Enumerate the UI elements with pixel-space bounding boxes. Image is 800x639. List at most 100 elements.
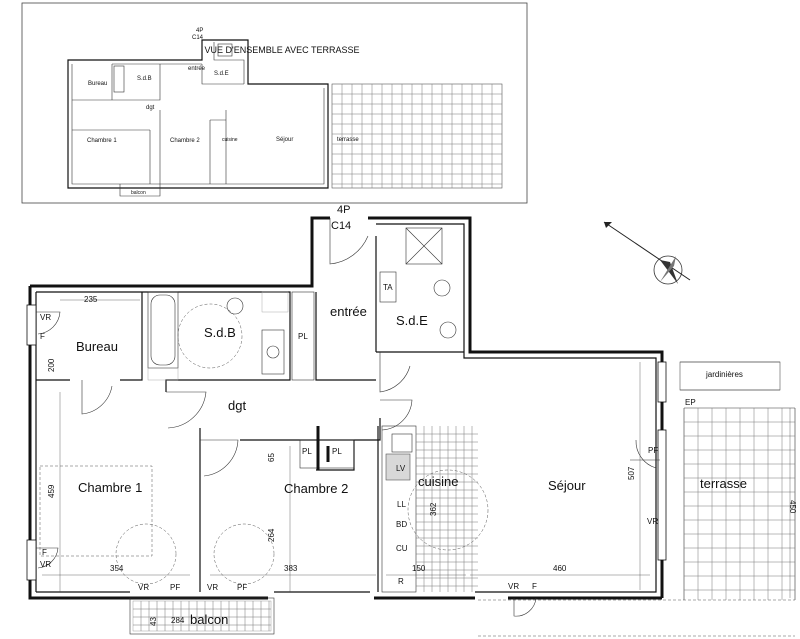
fixture-ta: TA: [383, 283, 393, 292]
room-label-bureau: Bureau: [76, 339, 118, 354]
door-swings: [36, 218, 660, 617]
room-label-chambre1: Chambre 1: [78, 480, 142, 495]
overview-label-terrasse: terrasse: [337, 137, 359, 143]
room-label-balcon: balcon: [190, 612, 228, 627]
dim-bureau-width: 235: [84, 295, 98, 304]
dim-ch2-depth: 264: [267, 528, 276, 542]
overview-label-chambre2: Chambre 2: [170, 138, 200, 144]
room-label-entree: entrée: [330, 304, 367, 319]
overview-code-c14: C14: [192, 35, 204, 41]
fixture-pl-entry: PL: [298, 332, 308, 341]
sdb-fixtures: [147, 291, 315, 381]
overview-label-sejour: Séjour: [276, 137, 293, 143]
chambre1-bed: [39, 465, 153, 557]
dimension-lines: [42, 299, 791, 598]
fixture-ep: EP: [685, 398, 696, 407]
dim-cuisine-width: 150: [412, 564, 426, 573]
dim-ch2-width: 383: [284, 564, 298, 573]
sde-fixtures: [379, 227, 457, 339]
overview-sde-shower: [217, 43, 233, 57]
bureau-window: [26, 304, 37, 346]
sejour-door: [657, 429, 667, 561]
fixture-ll: LL: [397, 500, 406, 509]
overview-label-entree: entrée: [188, 66, 206, 72]
overview-frame: [21, 2, 528, 204]
fixture-pl-ch2: PL: [302, 447, 312, 456]
interior-walls: [36, 236, 464, 592]
room-label-sde: S.d.E: [396, 313, 428, 328]
lv-appliance: [385, 453, 411, 481]
dim-cuisine-depth: 362: [429, 502, 438, 516]
dim-balcon-width: 284: [171, 616, 185, 625]
overview-walls: [67, 39, 329, 189]
fixture-cu: CU: [396, 544, 408, 553]
fixture-f-ch1: F: [42, 548, 47, 557]
outer-walls: [28, 216, 664, 600]
sejour-window: [657, 361, 667, 403]
room-label-sejour: Séjour: [548, 478, 586, 493]
fixture-lv: LV: [396, 464, 406, 473]
chambre2-turning-circle: [213, 523, 275, 585]
balcon-area: [129, 597, 275, 635]
dim-ch1-depth: 459: [47, 484, 56, 498]
room-label-dgt: dgt: [228, 398, 246, 413]
sde-sink: [439, 321, 457, 339]
dim-ch2-small: 65: [267, 453, 276, 462]
dim-sejour-width: 460: [553, 564, 567, 573]
fixture-vr-ter: VR: [647, 517, 658, 526]
fixture-pf-bal1: PF: [170, 583, 180, 592]
shower-tray: [405, 227, 443, 265]
label-code-4p: 4P: [337, 204, 350, 216]
fixture-vr-sej: VR: [508, 582, 519, 591]
sdb-sink: [261, 329, 285, 375]
room-label-jardinieres: jardinières: [705, 370, 743, 379]
fixture-f-sej: F: [532, 582, 537, 591]
kitchen-fixtures: [381, 425, 489, 593]
overview-title: VUE D'ENSEMBLE AVEC TERRASSE: [205, 45, 360, 55]
pl-cupboard-ch2: [299, 439, 355, 469]
fixture-r: R: [398, 577, 404, 586]
north-arrow: [603, 221, 691, 285]
overview-code-4p: 4P: [196, 28, 203, 34]
sde-wc: [433, 279, 451, 297]
overview-plan: VUE D'ENSEMBLE AVEC TERRASSE 4P C14 Bure…: [21, 2, 528, 204]
fixture-vr-bal1: VR: [138, 583, 149, 592]
bathtub: [147, 291, 179, 369]
fixture-vr-bureau: VR: [40, 313, 51, 322]
dim-balcon-depth: 43: [149, 617, 158, 626]
dim-bureau-depth: 200: [47, 358, 56, 372]
pl-cupboard-entry: [291, 291, 315, 381]
dim-ch1-width: 354: [110, 564, 124, 573]
outer-walls-inner: [35, 223, 657, 593]
room-label-cuisine: cuisine: [418, 474, 458, 489]
sdb-turning-circle: [177, 303, 243, 369]
fixture-vr-bal2: VR: [207, 583, 218, 592]
overview-terrasse: [331, 83, 503, 189]
fixture-pl-ch2-b: PL: [332, 447, 342, 456]
fixture-vr-ch1: VR: [40, 560, 51, 569]
ta-cupboard: [379, 271, 397, 303]
dim-sejour-depth: 507: [627, 466, 636, 480]
sdb-wc: [226, 297, 244, 315]
overview-label-chambre1: Chambre 1: [87, 138, 117, 144]
main-plan: 4P C14 Bureau S.d.B entrée S.d.E dgt Cha…: [26, 204, 797, 637]
label-code-c14: C14: [331, 220, 351, 232]
overview-label-balcon: balcon: [131, 190, 146, 196]
overview-label-dgt: dgt: [146, 105, 155, 111]
fixture-pf-ter: PF: [648, 446, 658, 455]
terrasse-area: [478, 361, 796, 637]
overview-label-sdb: S.d.B: [137, 76, 152, 82]
dim-terrasse-depth: 450: [788, 500, 797, 514]
fixture-f-bureau: F: [40, 332, 45, 341]
overview-label-cuisine: cuisine: [222, 137, 238, 143]
overview-sdb-tub: [113, 65, 125, 93]
room-label-sdb: S.d.B: [204, 325, 236, 340]
overview-label-bureau: Bureau: [88, 81, 107, 87]
jardinieres-box: [679, 361, 781, 391]
chambre1-turning-circle: [115, 523, 177, 585]
room-label-terrasse: terrasse: [700, 476, 747, 491]
room-label-chambre2: Chambre 2: [284, 481, 348, 496]
fixture-pf-bal2: PF: [237, 583, 247, 592]
kitchen-sink: [391, 433, 413, 453]
